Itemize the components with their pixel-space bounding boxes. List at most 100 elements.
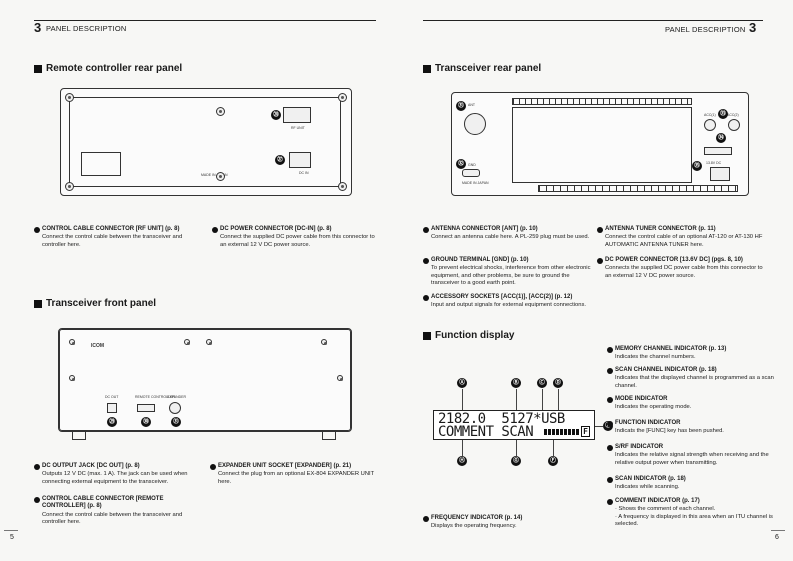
- desc-comment-indicator: COMMENT INDICATOR (p. 17) · Shows the co…: [607, 498, 775, 529]
- desc-dc-power-connector: DC POWER CONNECTOR [13.6V DC] (pgs. 8, 1…: [597, 257, 765, 280]
- desc-frequency-indicator: FREQUENCY INDICATOR (p. 14) Displays the…: [423, 515, 593, 531]
- dc-in-label: DC IN: [299, 171, 309, 175]
- item-bullet-icon: [210, 463, 216, 470]
- panel-inner-frame: [69, 97, 341, 187]
- item-bullet-icon: [597, 226, 603, 233]
- item-bullet-icon: [423, 257, 429, 264]
- section-title: Transceiver front panel: [46, 298, 157, 309]
- page-number: 6: [775, 534, 779, 541]
- desc-expander-socket: EXPANDER UNIT SOCKET [EXPANDER] (p. 21) …: [210, 463, 382, 486]
- leader-line: [542, 389, 543, 410]
- callout-31: ㉛: [171, 417, 181, 427]
- desc-mode-indicator: MODE INDICATOR Indicates the operating m…: [607, 396, 775, 412]
- section-title: Remote controller rear panel: [46, 63, 183, 74]
- section-title: Function display: [435, 330, 515, 341]
- footer-rule: [4, 530, 18, 531]
- ant-label: ANT: [468, 103, 475, 107]
- acc2-socket: [728, 119, 740, 131]
- heatsink-panel: [512, 107, 692, 183]
- section-bullet-icon: [423, 64, 431, 73]
- leader-line: [516, 389, 517, 410]
- callout-b: Ⓑ: [511, 378, 521, 388]
- desc-control-cable-remote: CONTROL CABLE CONNECTOR [REMOTE CONTROLL…: [34, 496, 202, 527]
- antenna-connector: [464, 113, 486, 135]
- made-in-label: MADE IN JAPAN: [201, 173, 228, 177]
- panel-frame: [59, 329, 351, 431]
- section-function-display: Function display: [423, 330, 514, 341]
- desc-s-rf-indicator: S/RF INDICATOR Indicates the relative si…: [607, 444, 775, 467]
- section-bullet-icon: [34, 64, 42, 73]
- made-in-label: MADE IN JAPAN: [462, 181, 489, 185]
- icom-logo: ICOM: [91, 343, 105, 349]
- leader-line: [558, 389, 559, 410]
- screw-icon: [184, 339, 190, 345]
- remote-controller-label: REMOTE CONTROLLER: [135, 395, 175, 399]
- item-bullet-icon: [607, 367, 613, 374]
- function-f-indicator: F: [581, 426, 590, 437]
- callout-34: ㉞: [716, 133, 726, 143]
- gnd-label: GND: [468, 163, 476, 167]
- leader-line: [516, 440, 517, 456]
- desc-antenna-tuner: ANTENNA TUNER CONNECTOR (p. 11) Connect …: [597, 226, 765, 249]
- expander-socket: [169, 402, 181, 414]
- section-rear-panel: Transceiver rear panel: [423, 63, 541, 74]
- foot: [72, 432, 86, 440]
- leader-line: [462, 389, 463, 410]
- item-bullet-icon: [607, 476, 613, 483]
- item-bullet-icon: [423, 294, 429, 301]
- screw-icon: [65, 93, 74, 102]
- dc-in-connector: [289, 152, 311, 168]
- item-bullet-icon: [597, 257, 603, 264]
- lcd-line-1: 2182.0 5127*USB: [438, 411, 565, 427]
- section-bullet-icon: [34, 299, 42, 308]
- callout-30: ㉚: [141, 417, 151, 427]
- rf-unit-connector: [283, 107, 311, 123]
- rear-panel-drawing: ㉛ ANT ㉜ GND MADE IN JAPAN ACC(1) ACC(2) …: [451, 92, 749, 196]
- desc-memory-channel: MEMORY CHANNEL INDICATOR (p. 13) Indicat…: [607, 346, 775, 362]
- item-bullet-icon: [34, 496, 40, 503]
- callout-d: Ⓓ: [553, 378, 563, 388]
- lcd-line-2: COMMENT SCAN: [438, 424, 534, 440]
- screw-icon: [321, 339, 327, 345]
- foot: [322, 432, 336, 440]
- screw-icon: [216, 172, 225, 181]
- callout-h: Ⓗ: [457, 456, 467, 466]
- header-title: PANEL DESCRIPTION: [46, 24, 127, 33]
- screw-icon: [338, 93, 347, 102]
- leader-line: [462, 440, 463, 456]
- label-plate: [81, 152, 121, 176]
- dc-out-jack: [107, 403, 117, 413]
- header-section-number: 3: [34, 20, 42, 35]
- callout-g: Ⓖ: [511, 456, 521, 466]
- screw-icon: [216, 107, 225, 116]
- callout-c: Ⓒ: [537, 378, 547, 388]
- acc1-socket: [704, 119, 716, 131]
- desc-dc-output-jack: DC OUTPUT JACK [DC OUT] (p. 8) Outputs 1…: [34, 463, 202, 486]
- s-rf-meter: [544, 429, 580, 435]
- acc1-label: ACC(1): [704, 113, 716, 117]
- item-bullet-icon: [607, 420, 613, 427]
- left-page: 3 PANEL DESCRIPTION Remote controller re…: [0, 0, 396, 561]
- screw-icon: [338, 182, 347, 191]
- section-title: Transceiver rear panel: [435, 63, 542, 74]
- desc-scan-channel: SCAN CHANNEL INDICATOR (p. 18) Indicates…: [607, 367, 775, 390]
- leader-line: [595, 426, 603, 427]
- section-bullet-icon: [423, 331, 431, 340]
- callout-35: ㉟: [692, 161, 702, 171]
- screw-icon: [69, 339, 75, 345]
- header-rule: [423, 20, 763, 21]
- desc-function-indicator: FUNCTION INDICATOR Indicats the [FUNC] k…: [607, 420, 775, 436]
- callout-a: Ⓐ: [457, 378, 467, 388]
- rf-unit-label: RF UNIT: [291, 126, 305, 130]
- item-bullet-icon: [212, 226, 218, 233]
- item-bullet-icon: [423, 515, 429, 522]
- dc-label: 13.8V DC: [706, 161, 722, 165]
- dc-out-label: DC OUT: [105, 395, 119, 399]
- callout-32: ㉜: [456, 159, 466, 169]
- leader-line: [553, 440, 554, 456]
- expander-label: EXPANDER: [167, 395, 186, 399]
- screw-icon: [337, 375, 343, 381]
- tuner-connector: [704, 147, 732, 155]
- desc-accessory-sockets: ACCESSORY SOCKETS [ACC(1)], [ACC(2)] (p.…: [423, 294, 593, 310]
- dc-power-connector: [710, 167, 730, 181]
